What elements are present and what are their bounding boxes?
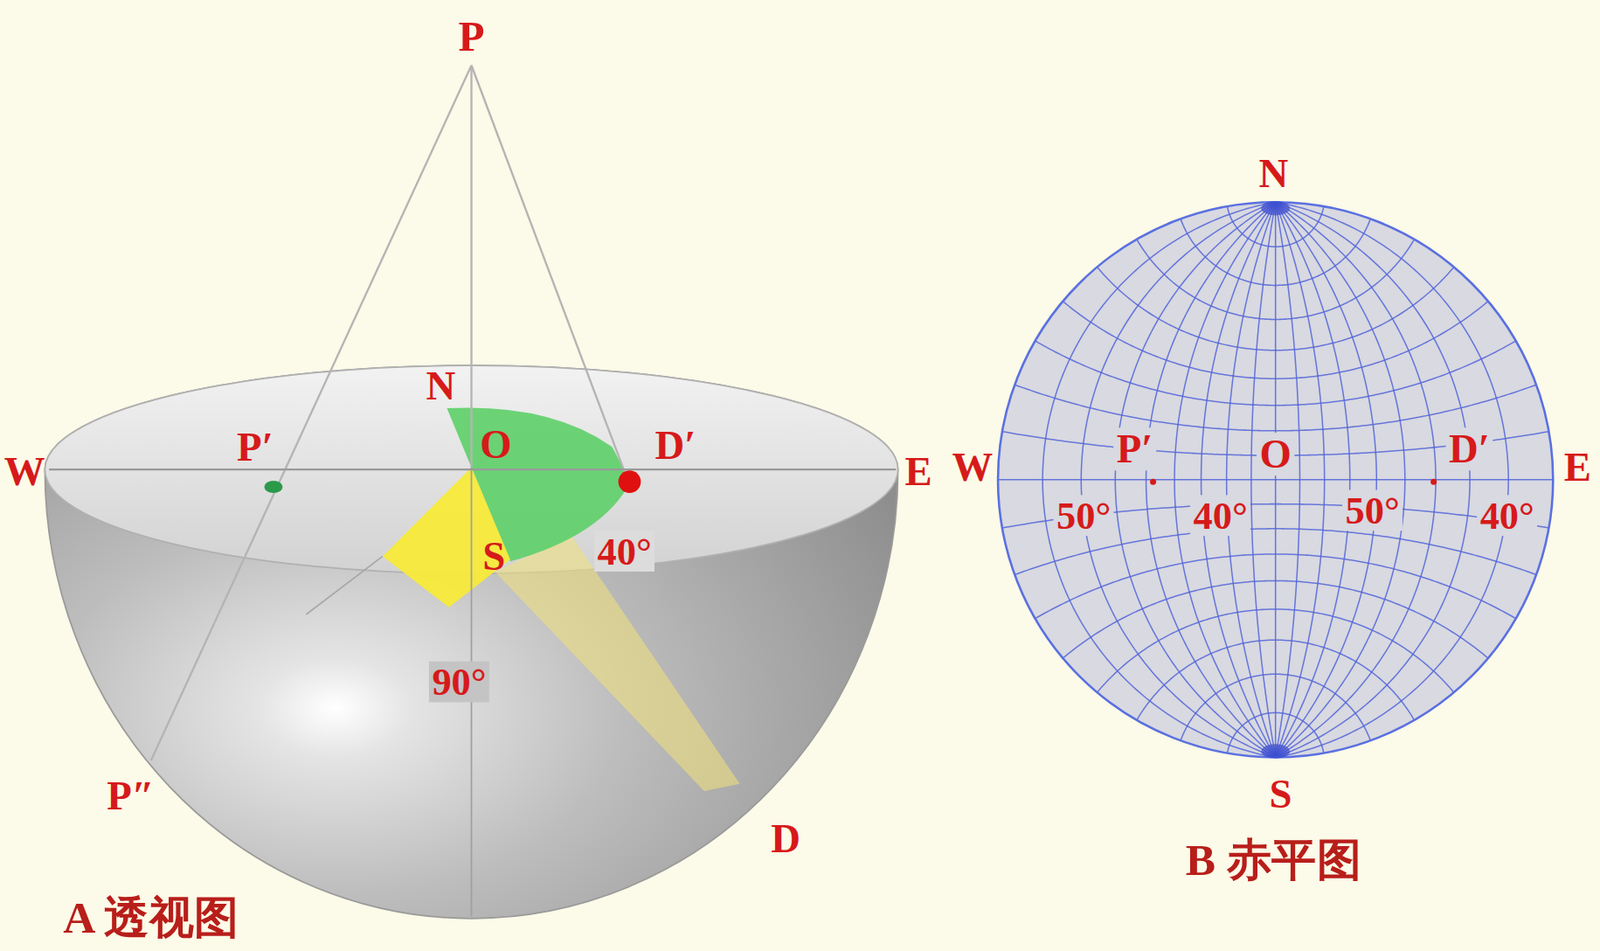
point-label: D′: [651, 424, 700, 468]
dip-line: [305, 555, 383, 615]
pole-mark: [1260, 200, 1290, 215]
projected-point: [618, 470, 642, 493]
angle-label: 40°: [594, 530, 655, 572]
small-circle: [1180, 218, 1371, 285]
point-label: D: [768, 817, 804, 860]
point-label: D′: [1446, 427, 1494, 471]
small-circle: [1035, 554, 1517, 619]
angle-label: 40°: [1190, 494, 1251, 536]
projection-line: [470, 65, 472, 468]
direction-label: W: [948, 445, 997, 489]
direction-label: S: [479, 534, 509, 578]
wulff-net: [997, 200, 1553, 759]
small-circle: [997, 478, 1553, 481]
direction-label: E: [901, 450, 936, 493]
projected-point: [263, 480, 283, 493]
small-circle: [1014, 384, 1537, 431]
primitive-circle: [997, 201, 1553, 757]
point-label: P′: [234, 425, 278, 469]
plane-trace: [494, 535, 740, 791]
point-label: P: [455, 13, 488, 59]
point-label: P″: [103, 774, 158, 818]
direction-label: E: [1560, 445, 1594, 489]
direction-label: S: [1266, 772, 1296, 816]
small-circle: [1180, 673, 1371, 741]
direction-label: W: [0, 450, 49, 493]
angle-label: 40°: [1476, 494, 1538, 536]
direction-label: N: [1255, 152, 1292, 195]
small-circle: [1136, 639, 1415, 721]
direction-label: N: [422, 364, 459, 408]
small-circle: [1096, 267, 1454, 351]
small-circle: [1062, 301, 1489, 380]
figure-caption: A 透视图: [60, 894, 243, 942]
projected-point: [1430, 478, 1437, 485]
angle-label: 50°: [1053, 494, 1115, 536]
angle-label: 50°: [1342, 490, 1403, 532]
projection-line: [151, 65, 472, 761]
pole-mark: [1260, 743, 1290, 758]
angle-label: 90°: [429, 661, 490, 703]
strike-line: [48, 468, 896, 471]
projected-point: [1149, 478, 1157, 485]
point-label: O: [1256, 432, 1295, 476]
projection-line: [470, 65, 628, 480]
net-ground: [997, 201, 1553, 757]
point-label: O: [477, 423, 515, 467]
small-circle: [1136, 239, 1415, 320]
small-circle: [1062, 580, 1489, 659]
figure-caption: B 赤平图: [1182, 837, 1365, 885]
dip-sector: [382, 467, 511, 608]
point-label: P′: [1113, 427, 1157, 471]
small-circle: [1096, 609, 1454, 693]
